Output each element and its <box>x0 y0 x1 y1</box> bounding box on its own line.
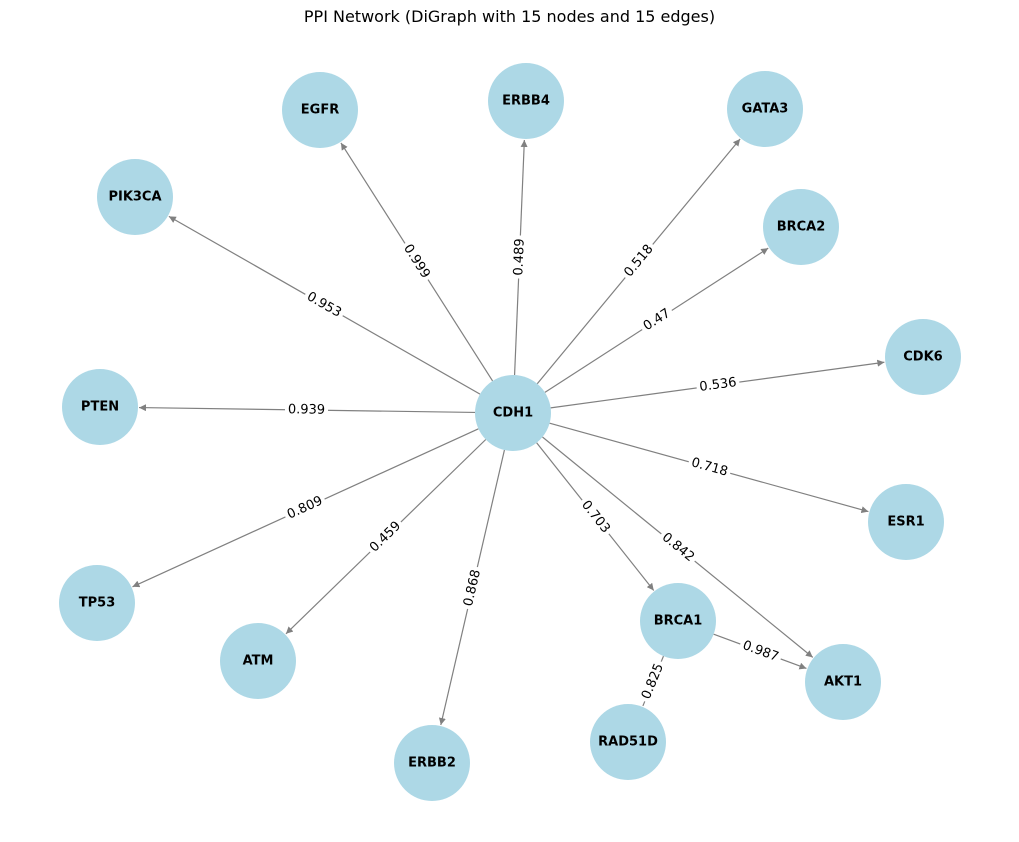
edge-label-background <box>459 565 486 611</box>
node-atm: ATM <box>220 623 296 699</box>
edge-weight-text: 0.718 <box>690 455 730 479</box>
node-label: BRCA2 <box>777 220 826 235</box>
edge-label-cdh1-atm: 0.459 <box>364 516 407 558</box>
node-label: AKT1 <box>824 675 862 690</box>
node-circle <box>885 319 961 395</box>
edge-weight-text: 0.518 <box>621 242 656 280</box>
edge-label-background <box>619 239 659 283</box>
edge-weight-text: 0.987 <box>740 638 780 665</box>
node-label: ERBB4 <box>502 94 550 109</box>
node-circle <box>763 189 839 265</box>
edge-label-cdh1-egfr: 0.999 <box>398 239 435 284</box>
edge-label-cdh1-brca2: 0.47 <box>637 303 677 337</box>
node-label: TP53 <box>79 596 116 611</box>
node-esr1: ESR1 <box>868 484 944 560</box>
node-circle <box>868 484 944 560</box>
edge-label-background <box>398 239 435 284</box>
edge-label-background <box>282 491 328 525</box>
node-tp53: TP53 <box>59 565 135 641</box>
edge-label-background <box>737 636 784 667</box>
edge-label-cdh1-gata3: 0.518 <box>619 239 659 283</box>
node-cdh1: CDH1 <box>475 375 551 451</box>
edge-weight-text: 0.842 <box>659 530 697 565</box>
edge-label-cdh1-pik3ca: 0.953 <box>301 287 347 323</box>
node-circle <box>282 72 358 148</box>
node-akt1: AKT1 <box>805 644 881 720</box>
node-label: EGFR <box>301 103 339 118</box>
edge-weight-text: 0.536 <box>699 375 738 395</box>
node-circle <box>59 565 135 641</box>
edge-weight-text: 0.703 <box>578 498 613 536</box>
node-erbb4: ERBB4 <box>488 63 564 139</box>
node-rad51d: RAD51D <box>590 704 666 780</box>
edge-label-background <box>695 374 741 396</box>
node-cdk6: CDK6 <box>885 319 961 395</box>
node-label: CDH1 <box>493 406 533 421</box>
node-gata3: GATA3 <box>727 71 803 147</box>
edge-label-background <box>656 527 700 568</box>
node-erbb2: ERBB2 <box>394 725 470 801</box>
edge-label-cdh1-erbb2: 0.868 <box>459 565 486 611</box>
edge-label-cdh1-tp53: 0.809 <box>282 491 328 525</box>
edge-label-background <box>510 235 529 279</box>
edge-weight-text: 0.809 <box>285 493 325 522</box>
node-circle <box>62 369 138 445</box>
node-circle <box>727 71 803 147</box>
node-egfr: EGFR <box>282 72 358 148</box>
node-brca2: BRCA2 <box>763 189 839 265</box>
node-brca1: BRCA1 <box>640 583 716 659</box>
node-label: ATM <box>243 654 274 669</box>
node-circle <box>805 644 881 720</box>
edge-label-background <box>575 495 616 539</box>
node-circle <box>590 704 666 780</box>
node-label: PTEN <box>81 400 119 415</box>
edge-label-background <box>364 516 407 558</box>
edge-label-background <box>637 303 677 337</box>
node-label: PIK3CA <box>108 190 161 205</box>
node-label: CDK6 <box>903 350 942 365</box>
edge-label-background <box>284 401 329 419</box>
node-circle <box>220 623 296 699</box>
node-label: BRCA1 <box>654 614 703 629</box>
edge-label-background <box>301 287 347 323</box>
edge-label-background <box>686 454 733 481</box>
edge-labels-layer: 0.999 0.489 0.518 0.953 0.47 0.536 0.939 0.718 0… <box>282 235 784 705</box>
node-pik3ca: PIK3CA <box>97 159 173 235</box>
edge-weight-text: 0.953 <box>304 289 344 320</box>
edge-weight-text: 0.825 <box>639 661 667 701</box>
edge-label-cdh1-pten: 0.939 <box>284 401 329 419</box>
edge-label-brca1-akt1: 0.987 <box>737 636 784 667</box>
node-label: RAD51D <box>598 735 658 750</box>
edge-label-cdh1-esr1: 0.718 <box>686 454 733 481</box>
node-label: ERBB2 <box>408 756 456 771</box>
edge-label-cdh1-brca1: 0.703 <box>575 495 616 539</box>
edge-weight-text: 0.489 <box>511 238 528 276</box>
node-label: ESR1 <box>887 515 924 530</box>
edge-label-cdh1-cdk6: 0.536 <box>695 374 741 396</box>
node-circle <box>488 63 564 139</box>
edge-label-background <box>637 658 669 705</box>
edge-label-cdh1-akt1: 0.842 <box>656 527 700 568</box>
edge-weight-text: 0.939 <box>288 402 325 418</box>
edge-label-brca1-rad51d: 0.825 <box>637 658 669 705</box>
chart-title: PPI Network (DiGraph with 15 nodes and 1… <box>303 7 716 26</box>
edge-weight-text: 0.459 <box>367 519 404 556</box>
node-pten: PTEN <box>62 369 138 445</box>
node-circle <box>394 725 470 801</box>
edge-label-cdh1-erbb4: 0.489 <box>510 235 529 279</box>
node-circle <box>640 583 716 659</box>
node-circle <box>475 375 551 451</box>
edge-weight-text: 0.999 <box>400 242 433 281</box>
node-circle <box>97 159 173 235</box>
node-label: GATA3 <box>742 102 789 117</box>
